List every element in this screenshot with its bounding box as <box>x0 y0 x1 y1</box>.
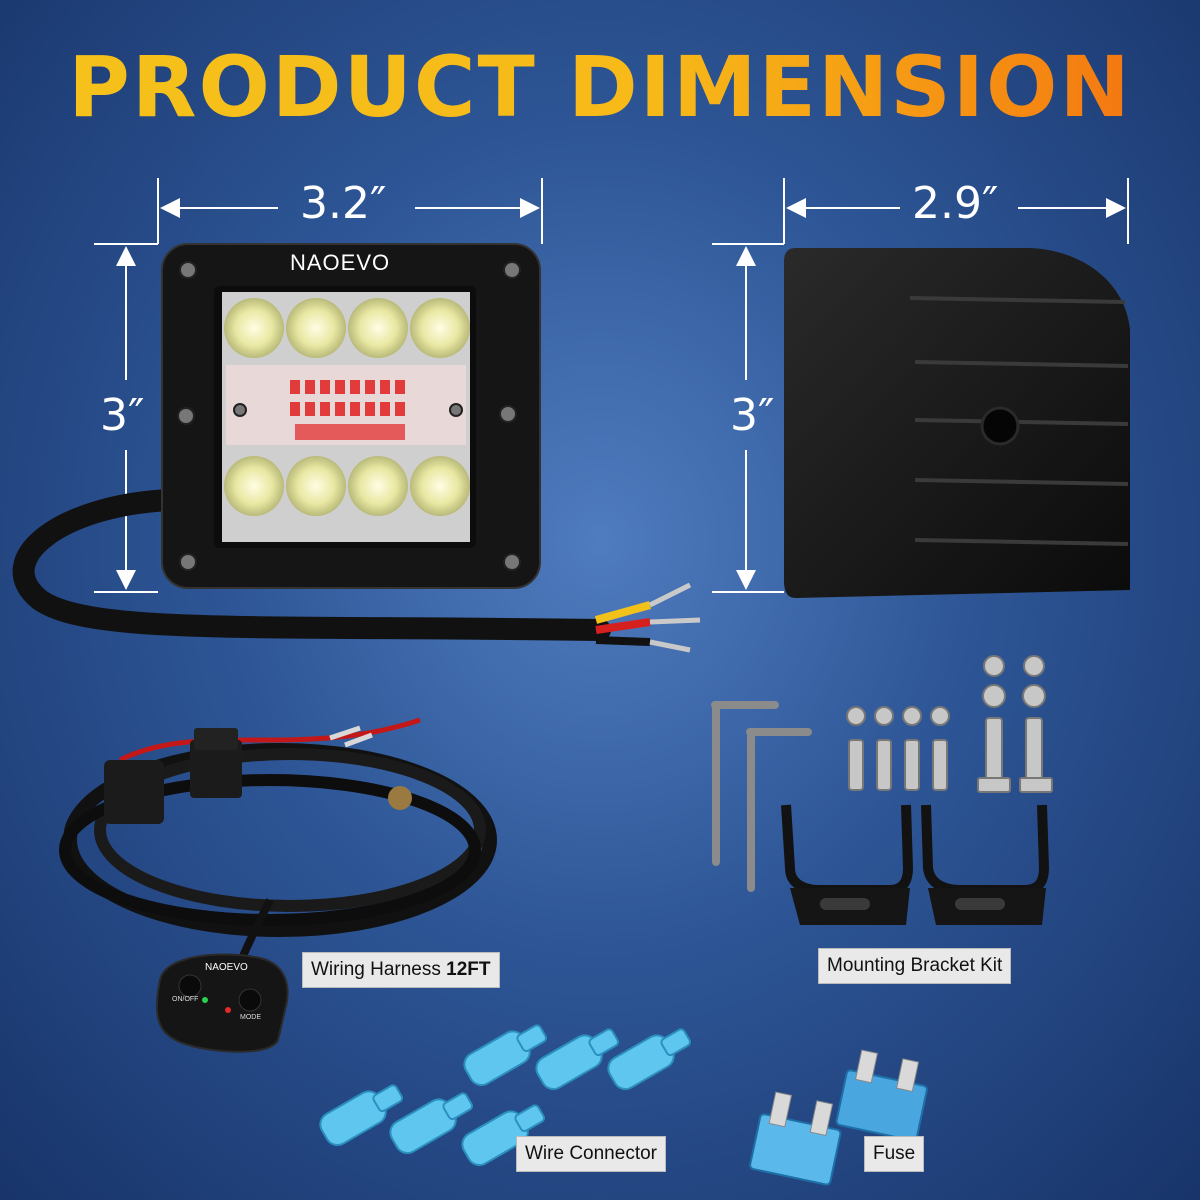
side-light <box>784 248 1130 598</box>
front-dimension-lines <box>94 178 543 593</box>
switch-brand: NAOEVO <box>205 962 248 973</box>
power-cable <box>12 489 701 653</box>
front-height-label: 3″ <box>100 390 145 441</box>
switch-pad <box>155 953 289 1053</box>
mounting-bracket-kit <box>711 655 1053 925</box>
fuse-label: Fuse <box>864 1136 925 1172</box>
wire-connector-label: Wire Connector <box>516 1136 666 1172</box>
switch-mode-label: MODE <box>240 1014 261 1021</box>
screws <box>177 261 521 571</box>
wiring-harness-label: Wiring Harness 12FT <box>302 952 500 988</box>
bottom-led-row <box>224 456 470 516</box>
side-dimension-lines <box>712 178 1129 593</box>
front-light <box>161 243 541 589</box>
side-width-label: 2.9″ <box>912 178 999 229</box>
wiring-harness <box>59 717 497 992</box>
front-width-label: 3.2″ <box>300 178 387 229</box>
mounting-bracket-label: Mounting Bracket Kit <box>818 948 1012 984</box>
wire-connectors <box>319 1024 692 1167</box>
switch-on-off-label: ON/OFF <box>172 996 199 1003</box>
red-led-strip <box>290 380 405 440</box>
brand-logo: NAOEVO <box>290 250 391 275</box>
top-led-row <box>224 298 470 358</box>
side-height-label: 3″ <box>730 390 775 441</box>
page-title: PRODUCT DIMENSION <box>0 38 1200 136</box>
fuses <box>749 1049 928 1186</box>
